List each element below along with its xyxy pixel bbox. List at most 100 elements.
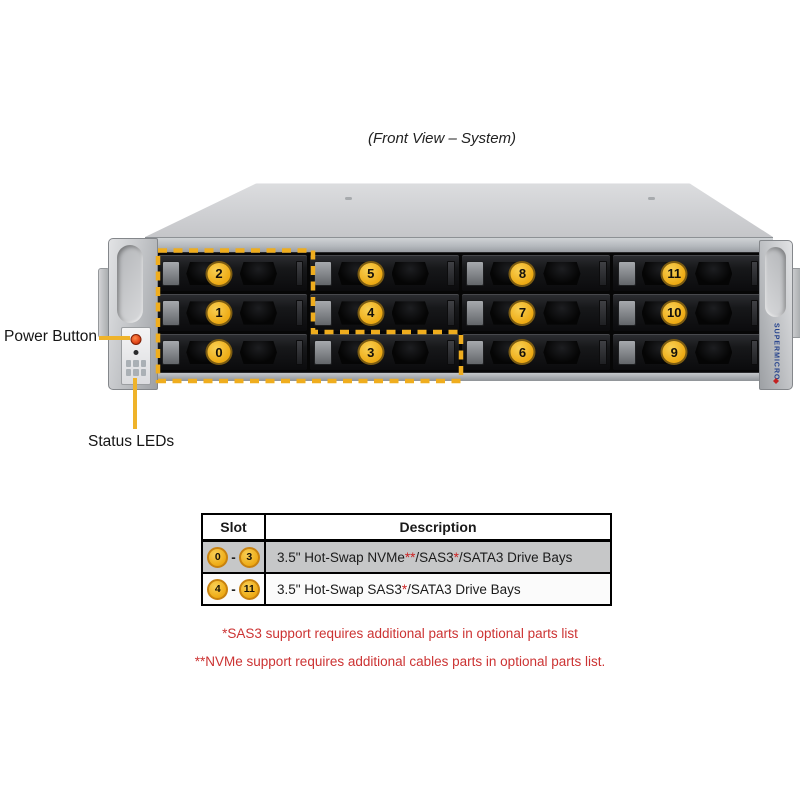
- server-chassis: 2 5 8 11 1 4 7 10 0 3 6 9: [98, 180, 800, 395]
- drive-bay: 6: [461, 333, 611, 370]
- drive-bay-grid: 2 5 8 11 1 4 7 10 0 3 6 9: [155, 252, 765, 373]
- slot-number-badge: 10: [660, 299, 688, 326]
- right-ear: SUPERMICRO: [759, 240, 793, 390]
- lid-screw: [648, 197, 655, 200]
- bay-vent: [391, 262, 429, 286]
- drive-bay: 8: [461, 255, 611, 292]
- bay-latch: [617, 300, 636, 326]
- slot-number-badge: 11: [238, 578, 260, 600]
- bay-latch: [617, 339, 636, 366]
- drive-bay: 9: [613, 333, 762, 370]
- table-row: 0 - 3 3.5" Hot-Swap NVMe**/SAS3*/SATA3 D…: [201, 539, 612, 574]
- footnote-marker: *: [401, 581, 408, 597]
- footnote-marker: *: [453, 549, 459, 565]
- bay-vent: [695, 262, 733, 286]
- bay-vent: [543, 301, 581, 325]
- bay-vent: [543, 262, 581, 286]
- slot-number-badge: 7: [508, 299, 536, 326]
- bay-release: [447, 260, 455, 287]
- bay-latch: [314, 300, 333, 326]
- slot-number-badge: 6: [508, 339, 536, 366]
- figure-title: (Front View – System): [367, 130, 517, 147]
- bay-latch: [314, 339, 333, 366]
- drive-bay: 1: [158, 294, 307, 331]
- slot-description-table: Slot Description 0 - 3 3.5" Hot-Swap NVM…: [201, 513, 612, 606]
- drive-bay: 5: [309, 255, 459, 292]
- col-header-description: Description: [264, 513, 612, 542]
- drive-bay: 0: [158, 333, 307, 370]
- bay-release: [295, 260, 304, 287]
- slot-number-badge: 3: [238, 546, 260, 568]
- bay-vent: [391, 301, 429, 325]
- bay-release: [295, 300, 304, 326]
- bay-vent: [239, 262, 277, 286]
- slot-range: 0 - 3: [203, 546, 264, 568]
- bay-release: [447, 339, 455, 366]
- slot-number-badge: 11: [660, 260, 688, 287]
- slot-number-badge: 2: [205, 260, 233, 287]
- bay-latch: [465, 339, 484, 366]
- bay-release: [295, 339, 304, 366]
- bay-latch: [162, 300, 181, 326]
- footnote-marker: **: [404, 549, 416, 565]
- bay-vent: [695, 301, 733, 325]
- bay-release: [447, 300, 455, 326]
- range-dash: -: [231, 549, 236, 565]
- col-header-slot: Slot: [201, 513, 266, 542]
- slot-number-badge: 1: [205, 299, 233, 326]
- footnote-sas3: *SAS3 support requires additional parts …: [222, 626, 578, 641]
- slot-number-badge: 5: [357, 260, 385, 287]
- brand-logo-icon: [773, 378, 779, 384]
- slot-number-badge: 4: [357, 299, 385, 326]
- bay-latch: [162, 260, 181, 287]
- bay-release: [750, 300, 759, 326]
- power-button-pointer-line: [99, 336, 130, 340]
- brand-label: SUPERMICRO: [772, 323, 780, 381]
- chassis-front-top-band: [145, 237, 773, 253]
- status-leds-pointer-line: [133, 378, 137, 429]
- drive-bay: 10: [613, 294, 762, 331]
- drive-bay: 7: [461, 294, 611, 331]
- left-ear: [108, 238, 158, 390]
- bay-latch: [617, 260, 636, 287]
- bay-release: [750, 339, 759, 366]
- status-leds-label: Status LEDs: [88, 433, 175, 450]
- drive-bay: 11: [613, 255, 762, 292]
- slot-range: 4 - 11: [203, 578, 264, 600]
- slot-number-badge: 0: [207, 546, 229, 568]
- status-leds-icon: [126, 360, 146, 376]
- bay-release: [750, 260, 759, 287]
- handle-cutout-icon: [117, 245, 143, 323]
- slot-number-badge: 3: [357, 339, 385, 366]
- drive-bay: 4: [309, 294, 459, 331]
- bay-vent: [239, 301, 277, 325]
- description-cell: 3.5" Hot-Swap SAS3*/SATA3 Drive Bays: [264, 572, 612, 606]
- bay-release: [599, 339, 607, 366]
- drive-bay: 3: [309, 333, 459, 370]
- table-header-row: Slot Description: [201, 513, 612, 542]
- footnote-nvme: **NVMe support requires additional cable…: [194, 654, 606, 669]
- chassis-front-bottom-sill: [145, 373, 773, 381]
- bay-vent: [695, 340, 733, 364]
- power-button-label: Power Button: [4, 328, 98, 345]
- bay-vent: [543, 340, 581, 364]
- description-cell: 3.5" Hot-Swap NVMe**/SAS3*/SATA3 Drive B…: [264, 539, 612, 574]
- bay-latch: [465, 260, 484, 287]
- range-dash: -: [231, 581, 236, 597]
- bay-vent: [239, 340, 277, 364]
- slot-number-badge: 9: [660, 339, 688, 366]
- chassis-top-lid: [145, 183, 773, 237]
- bay-release: [599, 260, 607, 287]
- slot-number-badge: 0: [205, 339, 233, 366]
- bay-latch: [314, 260, 333, 287]
- table-row: 4 - 11 3.5" Hot-Swap SAS3*/SATA3 Drive B…: [201, 572, 612, 606]
- lid-screw: [345, 197, 352, 200]
- handle-cutout-icon: [765, 247, 786, 317]
- bay-vent: [391, 340, 429, 364]
- drive-bay: 2: [158, 255, 307, 292]
- bay-release: [599, 300, 607, 326]
- bay-latch: [465, 300, 484, 326]
- reset-button-icon: [133, 350, 139, 355]
- bay-latch: [162, 339, 181, 366]
